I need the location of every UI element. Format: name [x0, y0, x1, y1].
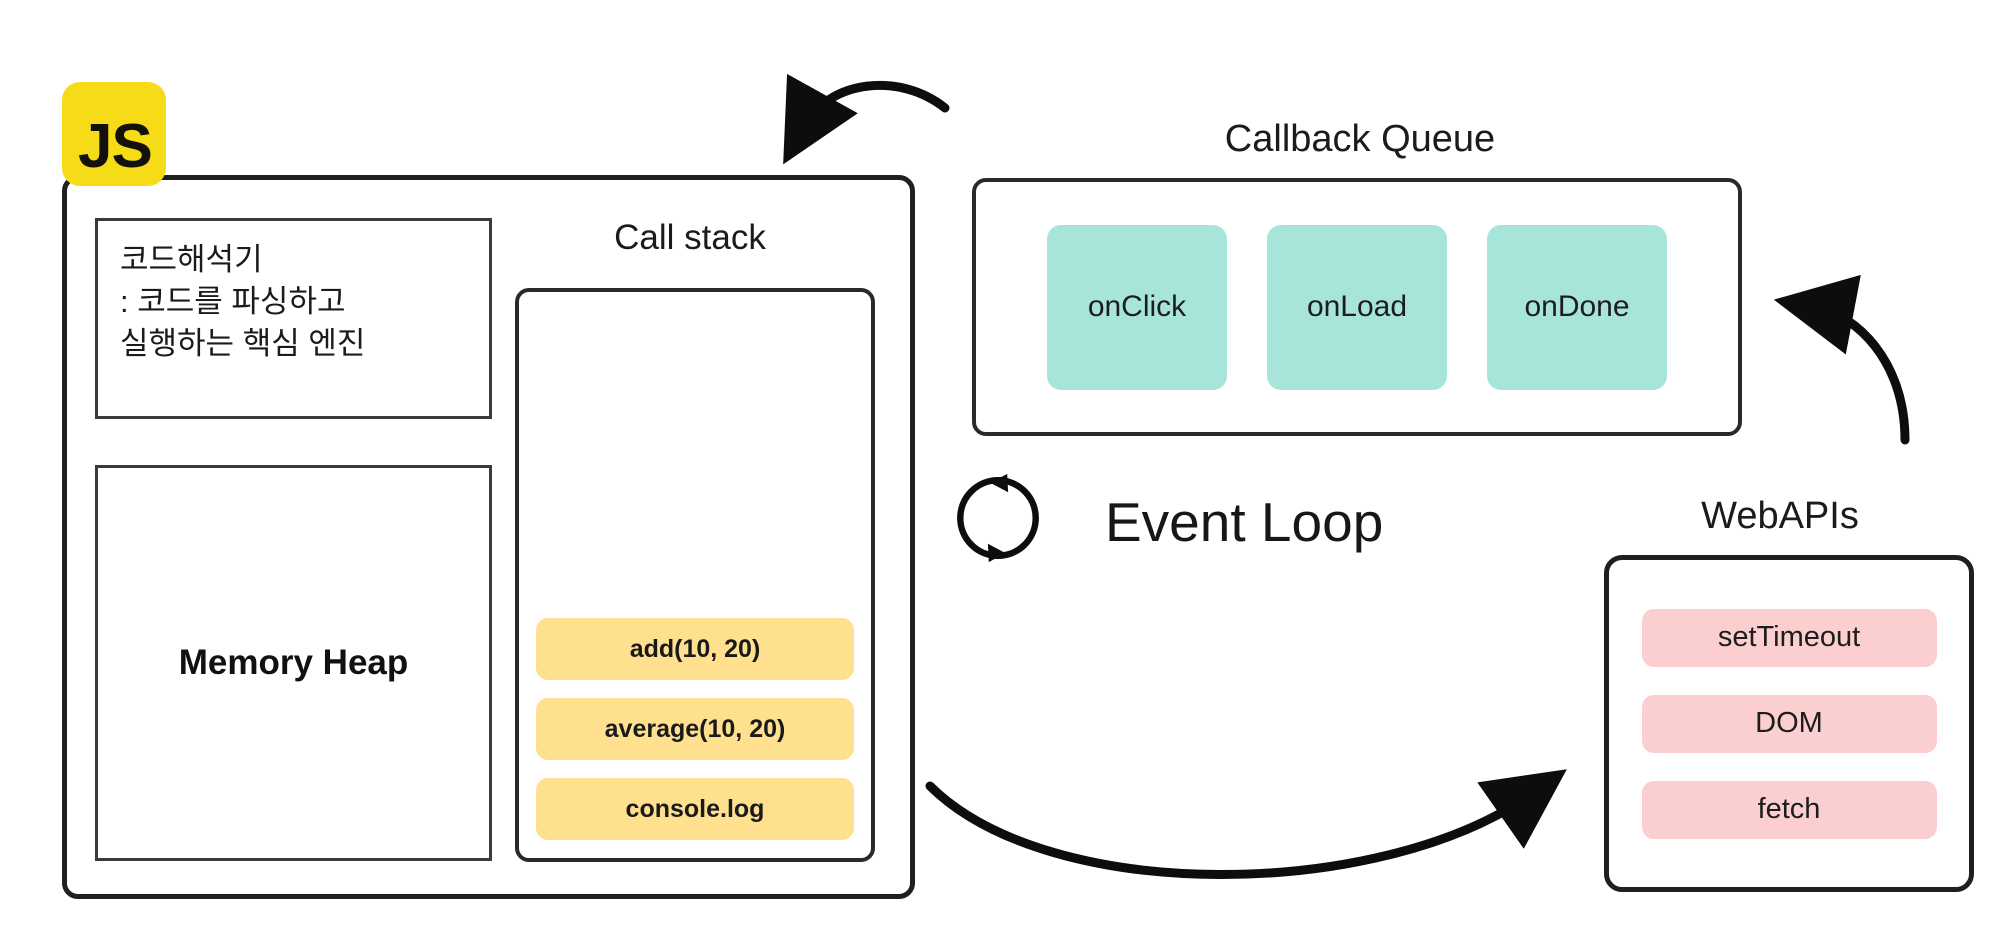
webapi-item: DOM	[1641, 694, 1937, 753]
callback-queue-item: onDone	[1487, 224, 1667, 390]
event-loop-label: Event Loop	[1105, 491, 1384, 553]
webapis-title: WebAPIs	[1701, 495, 1859, 537]
call-stack-frame: add(10, 20)	[536, 618, 854, 680]
call-stack-box: add(10, 20) average(10, 20) console.log	[515, 288, 875, 862]
webapis-box: setTimeout DOM fetch	[1604, 555, 1974, 892]
call-stack-frame: console.log	[536, 778, 854, 840]
arrow-webapis-to-callback-queue	[1773, 274, 1910, 445]
callback-queue-item: onClick	[1047, 224, 1227, 390]
interpreter-line-3: 실행하는 핵심 엔진	[120, 326, 366, 362]
call-stack-title: Call stack	[614, 218, 766, 257]
interpreter-line-1: 코드해석기	[120, 242, 263, 277]
circular-arrows-icon	[957, 473, 1039, 563]
webapi-item: setTimeout	[1641, 608, 1937, 667]
js-badge-label: JS	[78, 112, 153, 181]
arrow-call-stack-to-webapis	[925, 769, 1567, 879]
call-stack-frame: average(10, 20)	[536, 698, 854, 760]
arrow-callback-queue-to-call-stack	[783, 73, 950, 165]
memory-heap-label: Memory Heap	[178, 643, 409, 682]
webapi-item: fetch	[1641, 780, 1937, 839]
interpreter-line-2: : 코드를 파싱하고	[120, 284, 346, 320]
code-interpreter-box: 코드해석기 : 코드를 파싱하고 실행하는 핵심 엔진	[95, 218, 492, 419]
callback-queue-box: onClick onLoad onDone	[972, 178, 1742, 436]
memory-heap-box: Memory Heap	[95, 465, 492, 861]
callback-queue-title: Callback Queue	[1224, 118, 1496, 160]
callback-queue-item: onLoad	[1267, 224, 1447, 390]
js-logo-badge: JS	[62, 82, 166, 186]
